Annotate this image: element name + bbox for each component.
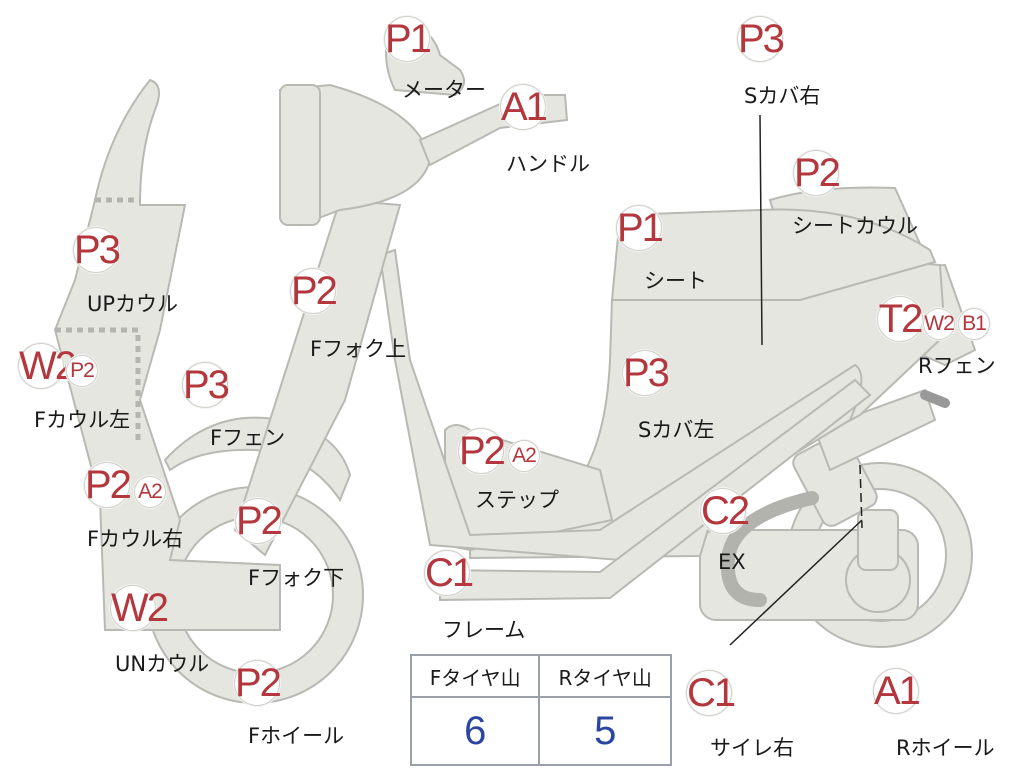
label-front-fork-upper: Fフォク上	[310, 337, 407, 361]
badge-front-cowl-right-1: P2	[84, 462, 132, 508]
label-front-wheel: Fホイール	[248, 724, 345, 748]
badge-rear-fender-1: T2	[877, 296, 923, 342]
label-handle: ハンドル	[506, 152, 590, 176]
label-step: ステップ	[475, 488, 559, 512]
exhaust-shape	[720, 491, 819, 607]
leader-muffler	[729, 519, 863, 646]
badge-meter: P1	[384, 16, 432, 62]
label-up-cowl: UPカウル	[87, 292, 179, 316]
leader-side-cover-right	[759, 114, 763, 346]
badge-rear-wheel: A1	[873, 668, 921, 714]
leader-muffler-dash	[859, 464, 863, 529]
badge-step-2: A2	[508, 440, 540, 472]
badge-seat-cowl: P2	[793, 150, 841, 196]
badge-under-cowl: W2	[110, 585, 169, 631]
badge-side-cover-right: P3	[737, 16, 785, 62]
front-tread-header: Fタイヤ山	[412, 656, 541, 698]
seat-shape	[610, 208, 937, 301]
label-front-fender: Fフェン	[210, 426, 286, 450]
label-front-cowl-right: Fカウル右	[87, 527, 184, 551]
badge-front-wheel: P2	[234, 660, 282, 706]
badge-side-cover-left: P3	[622, 350, 670, 396]
badge-step-1: P2	[458, 428, 506, 474]
label-rear-fender: Rフェン	[918, 354, 996, 378]
label-seat-cowl: シートカウル	[792, 214, 918, 238]
badge-front-cowl-left-2: P2	[66, 355, 98, 387]
badge-handle: A1	[500, 84, 548, 130]
label-front-fork-lower: Fフォク下	[248, 566, 345, 590]
label-side-cover-left: Sカバ左	[638, 418, 715, 442]
badge-exhaust: C2	[700, 488, 750, 534]
front-fork-shape	[233, 198, 402, 557]
label-meter: メーター	[402, 78, 486, 102]
badge-rear-fender-2: W2	[923, 308, 955, 340]
rear-tread-value: 5	[594, 708, 617, 753]
badge-muffler-right: C1	[686, 670, 736, 716]
label-rear-wheel: Rホイール	[896, 736, 995, 760]
badge-seat: P1	[616, 205, 664, 251]
rear-tread-header: Rタイヤ山	[539, 656, 670, 698]
tire-tread-table: Fタイヤ山 Rタイヤ山 6 5	[410, 654, 672, 766]
label-under-cowl: UNカウル	[115, 652, 210, 676]
badge-rear-fender-3: B1	[958, 308, 990, 340]
label-exhaust: EX	[718, 550, 746, 574]
badge-front-fender: P3	[182, 362, 230, 408]
label-front-cowl-left: Fカウル左	[34, 408, 131, 432]
badge-up-cowl: P3	[73, 227, 121, 273]
badge-front-fork-upper: P2	[290, 268, 338, 314]
badge-front-cowl-right-2: A2	[134, 476, 166, 508]
badge-front-cowl-left-1: W2	[18, 343, 77, 389]
label-side-cover-right: Sカバ右	[744, 84, 821, 108]
label-seat: シート	[644, 269, 707, 293]
label-frame: フレーム	[442, 618, 526, 642]
badge-frame: C1	[424, 550, 474, 596]
badge-front-fork-lower: P2	[235, 498, 283, 544]
label-muffler-right: サイレ右	[710, 736, 794, 760]
front-tread-value: 6	[412, 697, 541, 764]
